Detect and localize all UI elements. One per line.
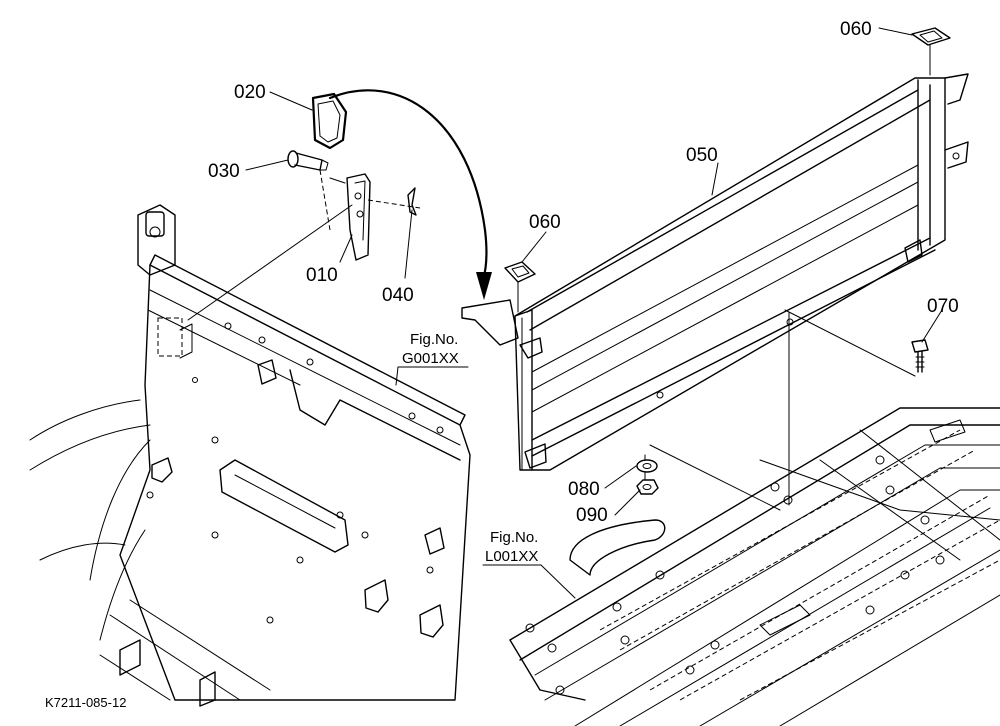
part-020-handle (311, 92, 348, 150)
part-090-nut (636, 479, 659, 495)
part-080-washer (636, 459, 658, 473)
fig-ref-l-code: L001XX (485, 548, 538, 565)
part-070-bolt (911, 339, 929, 373)
callout-030: 030 (208, 161, 240, 182)
bed-floor-assembly (509, 407, 1000, 726)
callout-090: 090 (576, 505, 608, 526)
assembly-arrow (328, 89, 492, 300)
fig-ref-g-code: G001XX (402, 350, 459, 367)
callout-070: 070 (927, 296, 959, 317)
front-panel-assembly (29, 204, 471, 707)
callout-050: 050 (686, 145, 718, 166)
callout-080: 080 (568, 479, 600, 500)
callout-040: 040 (382, 285, 414, 306)
diagram-code: K7211-085-12 (45, 695, 126, 710)
fig-ref-l-title: Fig.No. (490, 529, 538, 546)
part-030-pin (287, 150, 329, 171)
fig-ref-g-title: Fig.No. (410, 331, 458, 348)
part-060-cap-left (504, 261, 536, 313)
callout-020: 020 (234, 82, 266, 103)
callout-060-right: 060 (840, 19, 872, 40)
leader-lines (245, 27, 943, 599)
part-040-cotter-pin (407, 187, 417, 216)
part-050-gate (461, 73, 969, 471)
callout-010: 010 (306, 265, 338, 286)
part-060-cap-right (911, 27, 951, 76)
latch-parts (187, 92, 421, 321)
callout-060-left: 060 (529, 212, 561, 233)
part-010-latch (346, 173, 371, 261)
